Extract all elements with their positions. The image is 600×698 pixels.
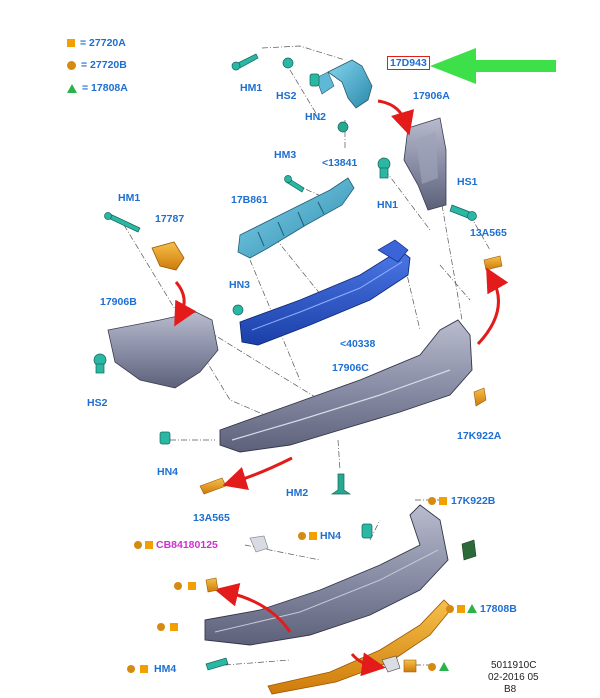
- label-hn1: HN1: [377, 199, 399, 211]
- bracket-17b861: [237, 177, 355, 259]
- side-bracket-17906b: [107, 311, 219, 389]
- circle-marker-icon: [127, 665, 135, 673]
- label-hs2-left: HS2: [87, 397, 108, 409]
- bumper-cover-17906c: [219, 319, 473, 453]
- label-17906a: 17906A: [413, 90, 450, 102]
- circle-marker-icon: [157, 623, 165, 631]
- side-bracket-17906a: [403, 117, 447, 211]
- label-40338: <40338: [340, 338, 376, 350]
- label-17808b: 17808B: [480, 603, 517, 615]
- label-17906b: 17906B: [100, 296, 137, 308]
- reinforcement-beam-40338: [239, 239, 411, 346]
- legend-row-square: = 27720A: [67, 36, 126, 50]
- label-13841: <13841: [322, 157, 358, 169]
- pointer-arrow: [430, 48, 556, 84]
- bracket-17787: [151, 241, 185, 271]
- square-marker-icon: [309, 532, 317, 540]
- circle-marker-icon: [174, 582, 182, 590]
- legend-row-triangle: = 17808A: [67, 81, 128, 95]
- legend-code: = 27720A: [80, 37, 126, 49]
- legend-row-circle: = 27720B: [67, 58, 127, 72]
- sensor-17k922b: [461, 539, 477, 561]
- circle-marker-icon: [298, 532, 306, 540]
- legend-code: = 17808A: [82, 82, 128, 94]
- bracket-small-lower: [381, 655, 401, 673]
- bracket-17d943: [315, 59, 373, 109]
- label-hs1: HS1: [457, 176, 478, 188]
- label-hm4: HM4: [154, 663, 177, 675]
- clip-cb84180125: [249, 535, 269, 553]
- square-marker-icon: [145, 541, 153, 549]
- label-hm1-top: HM1: [240, 82, 263, 94]
- label-17787: 17787: [155, 213, 185, 225]
- label-hn3: HN3: [229, 279, 251, 291]
- footer-drawing-number: 5011910C: [491, 660, 537, 671]
- clip-small-lower: [403, 659, 417, 673]
- footer-date: 02-2016 05: [488, 672, 539, 683]
- square-marker-icon: [170, 623, 178, 631]
- triangle-marker-icon: [467, 604, 477, 613]
- reflector-13a565-left: [199, 477, 227, 495]
- label-17906c: 17906C: [332, 362, 369, 374]
- square-marker-icon: [457, 605, 465, 613]
- reflector-13a565-right: [483, 255, 503, 271]
- triangle-marker-icon: [439, 662, 449, 671]
- circle-marker-icon: [67, 60, 76, 70]
- square-marker-icon: [140, 665, 148, 673]
- triangle-marker-icon: [67, 83, 77, 93]
- flow-arrows: [174, 99, 509, 677]
- circle-marker-icon: [428, 663, 436, 671]
- label-13a565-right: 13A565: [470, 227, 507, 239]
- sensor-17k922a: [473, 387, 487, 407]
- square-marker-icon: [188, 582, 196, 590]
- circle-marker-icon: [134, 541, 142, 549]
- label-hm2: HM2: [286, 487, 309, 499]
- label-hn4-low: HN4: [320, 530, 342, 542]
- square-marker-icon: [439, 497, 447, 505]
- label-hn2: HN2: [305, 111, 327, 123]
- fasteners: [93, 53, 477, 671]
- label-17d943: 17D943: [387, 56, 430, 70]
- label-cb84180125: CB84180125: [156, 539, 218, 551]
- legend-code: = 27720B: [81, 59, 127, 71]
- square-marker-icon: [67, 39, 75, 47]
- circle-marker-icon: [446, 605, 454, 613]
- label-hm1-left: HM1: [118, 192, 141, 204]
- lower-diffuser: [204, 504, 449, 646]
- label-hs2-top: HS2: [276, 90, 297, 102]
- footer-revision: B8: [504, 684, 517, 695]
- label-17b861: 17B861: [231, 194, 268, 206]
- label-hm3: HM3: [274, 149, 297, 161]
- circle-marker-icon: [428, 497, 436, 505]
- label-17k922b: 17K922B: [451, 495, 496, 507]
- clip-lower-left: [205, 577, 219, 593]
- label-hn4-mid: HN4: [157, 466, 179, 478]
- label-17k922a: 17K922A: [457, 430, 502, 442]
- label-13a565-left: 13A565: [193, 512, 230, 524]
